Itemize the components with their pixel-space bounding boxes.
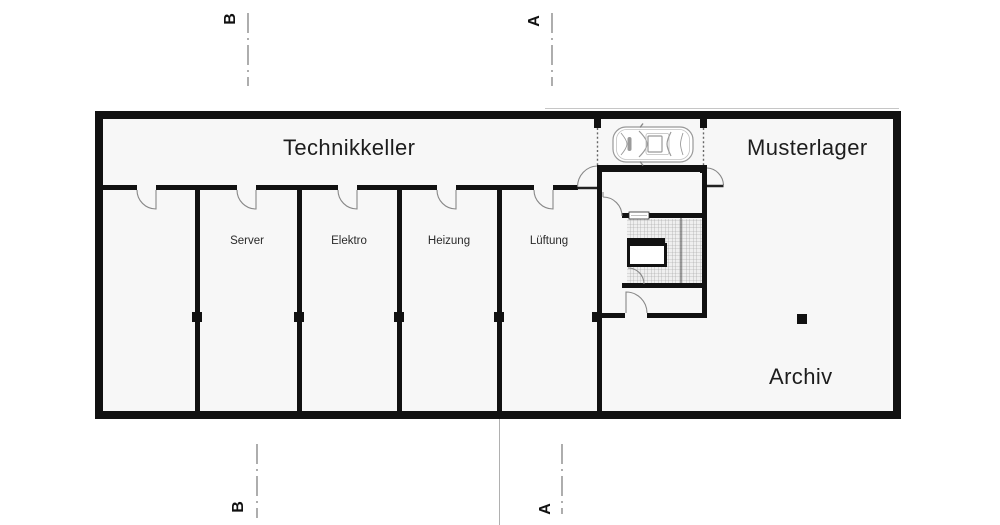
outer-wall-bottom [95,411,901,419]
wall-node [494,312,504,322]
car-body [612,126,694,163]
column [797,314,807,324]
door-swings [136,165,725,314]
tiled-floor [627,211,702,283]
room-label-heizung: Heizung [427,235,471,247]
corridor-wall-seg [103,185,137,190]
outer-wall-top [95,111,901,119]
musterlager-label: Musterlager [747,135,868,160]
tile-hatch [627,267,665,283]
shaft-box [627,243,667,267]
main-area-label: Technikkeller [283,135,416,160]
wc-wall-bottom [622,283,707,288]
core-wall-left [597,165,602,411]
garage-door-swing-left [576,165,598,188]
car-trunk-line [680,132,684,156]
partition-wall [297,190,302,411]
car-hood-line [620,132,628,156]
wall-node [192,312,202,322]
corridor-wall-seg [256,185,338,190]
door-swing [136,189,157,210]
partition-wall [195,190,200,411]
garage-inner-wall-cap [700,165,707,173]
garage-door-swing-right [706,167,725,186]
tile-hatch [627,219,665,238]
outer-wall-left [95,111,103,419]
section-cut-lines [247,13,563,518]
car-sunroof [647,135,663,153]
tile-hatch [665,219,702,283]
core-wall-bottom-seg [647,313,707,318]
car-rear-window [666,131,672,157]
door-leaves [577,184,724,190]
car-mirrors [639,123,644,166]
car-cabin [645,133,670,155]
door-swing [533,189,554,210]
core-wall-right [702,172,707,318]
core-wall-top [622,213,707,218]
partition-wall [397,190,402,411]
corridor-wall-seg [456,185,534,190]
car-windshield [638,130,648,158]
archiv-label: Archiv [769,364,833,389]
partition-wall [497,190,502,411]
door-swing [436,189,457,210]
door-swing [337,189,358,210]
core-wall-bottom-seg [597,313,625,318]
room-label-elektro: Elektro [331,235,367,247]
corridor-wall-seg [553,185,578,190]
car-grille [627,137,632,151]
corridor-wall-seg [357,185,437,190]
core-door-swing-top [602,192,623,217]
walls [95,111,901,419]
car-body-inner [616,129,690,160]
corridor-wall-seg [156,185,237,190]
outer-wall-right [893,111,901,419]
wc-door-swing [627,267,645,285]
room-label-lueftung: Lüftung [529,235,569,247]
section-marker-a-bottom: A [537,503,554,515]
garage-jamb-right [700,119,707,128]
door-swing [236,189,257,210]
garage-jamb-left [594,119,601,128]
wall-node [294,312,304,322]
core-door-swing-bottom [625,291,648,314]
wall-node [394,312,404,322]
section-marker-b-top: B [222,13,239,25]
section-marker-a-top: A [526,15,543,27]
garage-door-tracks [596,128,705,165]
garage-inner-wall [597,165,707,172]
room-label-server: Server [230,235,264,247]
section-marker-b-bottom: B [230,501,247,513]
wc-wall [627,238,667,243]
car-top-view-icon [612,123,694,166]
